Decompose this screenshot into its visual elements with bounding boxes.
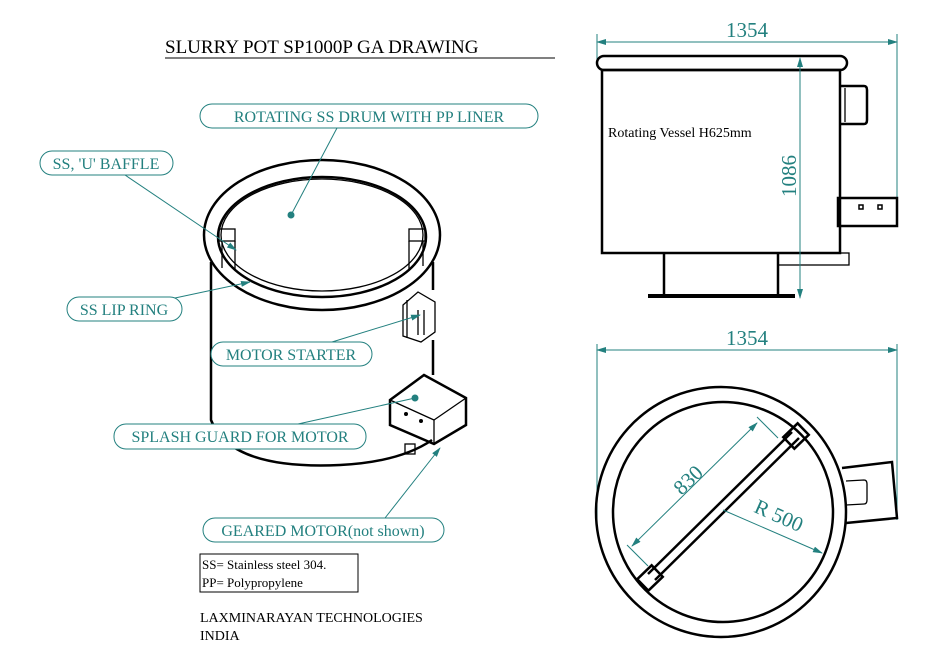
legend-pp: PP= Polypropylene bbox=[202, 575, 303, 590]
leader-lines bbox=[124, 127, 441, 519]
top-view: 1354 830 R 500 bbox=[594, 326, 899, 639]
motor-starter-box bbox=[402, 291, 436, 343]
callout-drum: ROTATING SS DRUM WITH PP LINER bbox=[199, 103, 539, 129]
callout-geared-motor: GEARED MOTOR(not shown) bbox=[202, 517, 445, 543]
top-width-dimension: 1354 bbox=[726, 326, 769, 350]
side-view-note: Rotating Vessel H625mm bbox=[608, 126, 752, 141]
callout-lip-ring: SS LIP RING bbox=[66, 296, 183, 322]
callout-splash-guard: SPLASH GUARD FOR MOTOR bbox=[113, 423, 367, 450]
baffle-span-dimension: 830 bbox=[668, 460, 707, 499]
company-name: LAXMINARAYAN TECHNOLOGIES bbox=[200, 611, 423, 626]
company-country: INDIA bbox=[200, 629, 241, 644]
splash-guard-box bbox=[388, 373, 468, 455]
callout-splash-guard-label: SPLASH GUARD FOR MOTOR bbox=[131, 429, 348, 446]
side-view: 1354 1086 Rotating Vessel H625mm bbox=[595, 18, 899, 299]
callout-geared-motor-label: GEARED MOTOR(not shown) bbox=[221, 523, 424, 540]
baffle-right bbox=[408, 228, 426, 270]
isometric-drum bbox=[202, 158, 468, 467]
abbreviation-legend: SS= Stainless steel 304. PP= Polypropyle… bbox=[199, 553, 359, 593]
side-width-dimension: 1354 bbox=[726, 18, 769, 42]
side-height-dimension: 1086 bbox=[777, 155, 801, 197]
legend-ss: SS= Stainless steel 304. bbox=[202, 557, 326, 572]
callout-baffle: SS, 'U' BAFFLE bbox=[39, 150, 174, 176]
callout-motor-starter: MOTOR STARTER bbox=[210, 341, 373, 367]
radius-dimension: R 500 bbox=[751, 494, 807, 537]
drawing-title: SLURRY POT SP1000P GA DRAWING bbox=[165, 37, 479, 58]
callout-lip-ring-label: SS LIP RING bbox=[80, 302, 169, 319]
callout-drum-label: ROTATING SS DRUM WITH PP LINER bbox=[234, 109, 505, 126]
callout-motor-starter-label: MOTOR STARTER bbox=[226, 347, 357, 364]
callout-baffle-label: SS, 'U' BAFFLE bbox=[53, 156, 160, 173]
